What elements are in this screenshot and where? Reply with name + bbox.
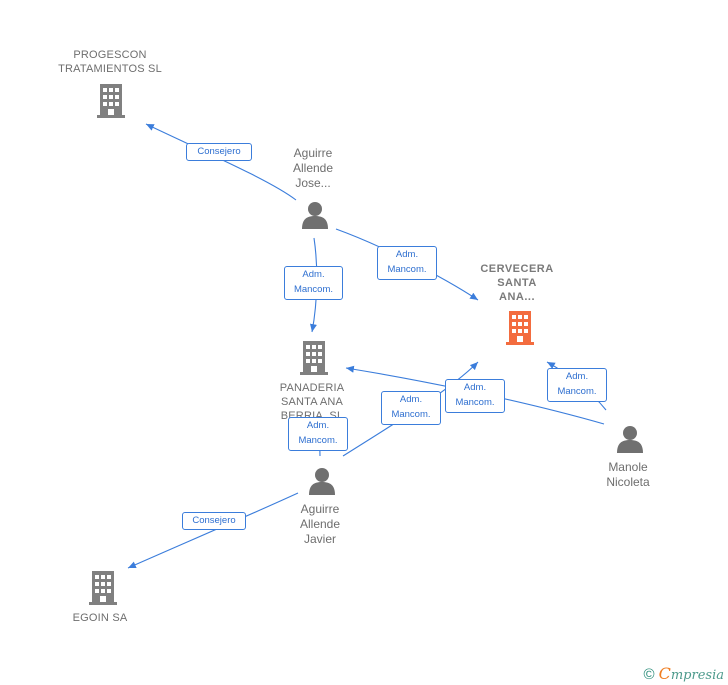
- edge-label-jose-cervecera[interactable]: Adm. Mancom.: [377, 246, 437, 280]
- javier-person-icon[interactable]: [309, 468, 335, 495]
- edge-javier-egoin: [127, 492, 299, 569]
- manole-person-icon[interactable]: [617, 426, 643, 453]
- edge-label-manole-cervecera[interactable]: Adm. Mancom.: [547, 368, 607, 402]
- progescon-label[interactable]: PROGESCON TRATAMIENTOS SL: [58, 49, 162, 75]
- edge-label-jose-panaderia[interactable]: Adm. Mancom.: [284, 266, 343, 300]
- cervecera-label[interactable]: CERVECERA SANTA ANA...: [480, 263, 554, 303]
- jose-person-icon[interactable]: [302, 202, 328, 229]
- manole-label[interactable]: Manole Nicoleta: [606, 460, 650, 489]
- cervecera-building-icon[interactable]: [506, 311, 534, 345]
- jose-label[interactable]: Aguirre Allende Jose...: [292, 146, 334, 190]
- edge-label-jose-progescon[interactable]: Consejero: [186, 143, 252, 161]
- progescon-building-icon[interactable]: [97, 84, 125, 118]
- empresia-brand: ©Cmpresia: [644, 664, 724, 683]
- empresia-logo-e: C: [658, 664, 671, 683]
- edge-label-javier-panaderia[interactable]: Adm. Mancom.: [288, 417, 348, 451]
- egoin-building-icon[interactable]: [89, 571, 117, 605]
- edge-label-manole-panaderia[interactable]: Adm. Mancom.: [445, 379, 505, 413]
- edge-label-javier-cervecera[interactable]: Adm. Mancom.: [381, 391, 441, 425]
- edge-jose-progescon: [145, 123, 297, 201]
- javier-label[interactable]: Aguirre Allende Javier: [299, 502, 341, 546]
- empresia-logo-text: mpresia: [670, 668, 724, 683]
- egoin-label[interactable]: EGOIN SA: [72, 612, 128, 624]
- copyright-symbol: ©: [643, 666, 655, 683]
- edge-label-javier-egoin[interactable]: Consejero: [182, 512, 246, 530]
- panaderia-building-icon[interactable]: [300, 341, 328, 375]
